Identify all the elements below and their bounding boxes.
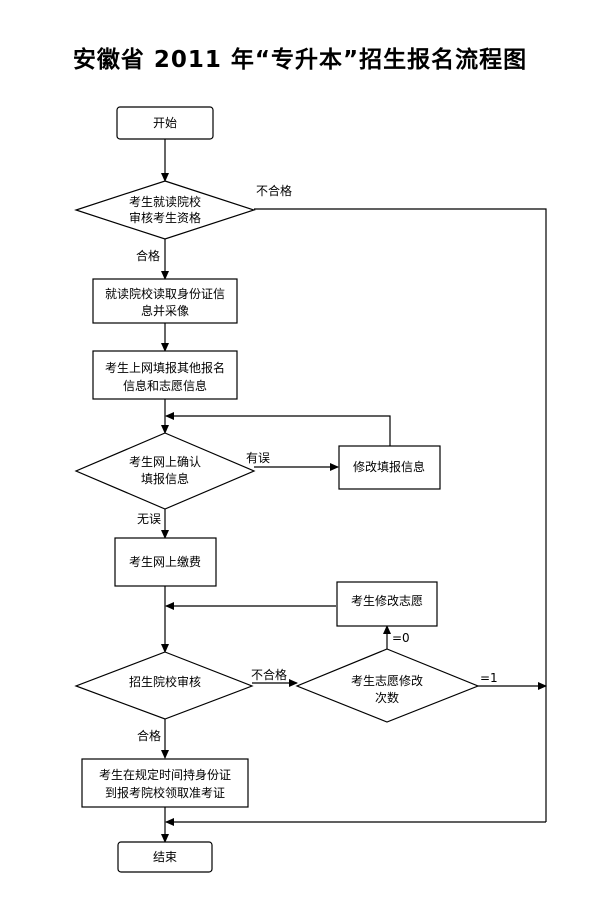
node-modpref-line-1: 考生修改志愿 (351, 593, 423, 608)
label-count-zero: =0 (392, 631, 410, 645)
label-unqualified-1: 不合格 (256, 183, 292, 198)
label-count-one: =1 (480, 671, 498, 685)
node-readid-line-2: 息并采像 (141, 303, 189, 318)
node-modify-info: 修改填报信息 (338, 445, 441, 490)
node-collect-line-2: 到报考院校领取准考证 (105, 785, 225, 800)
node-fill-line-1: 考生上网填报其他报名 (105, 360, 225, 375)
label-unqualified-2: 不合格 (251, 667, 287, 682)
node-count-line-1: 考生志愿修改 (351, 673, 423, 688)
node-confirm-info: 考生网上确认 填报信息 (74, 432, 256, 510)
label-qualified-1: 合格 (136, 248, 160, 263)
node-confirm-line-2: 填报信息 (141, 471, 189, 486)
edge-modify-back (165, 412, 391, 446)
connectors (161, 139, 547, 843)
node-school-review: 招生院校审核 (74, 651, 254, 720)
node-pay-line-1: 考生网上缴费 (129, 554, 201, 569)
node-fill-info: 考生上网填报其他报名 信息和志愿信息 (92, 350, 238, 400)
node-start: 开始 (116, 106, 214, 140)
node-start-line-1: 开始 (153, 116, 177, 130)
node-read-id: 就读院校读取身份证信 息并采像 (92, 278, 238, 324)
node-check-qualification: 考生就读院校 审核考生资格 (74, 180, 256, 240)
node-end-line-1: 结束 (153, 850, 177, 864)
node-pay-online: 考生网上缴费 (114, 537, 217, 587)
node-collect-ticket: 考生在规定时间持身份证 到报考院校领取准考证 (81, 758, 249, 808)
label-qualified-2: 合格 (137, 728, 161, 743)
node-check-line-2: 审核考生资格 (129, 210, 201, 225)
page-title: 安徽省 2011 年“专升本”招生报名流程图 (72, 47, 528, 73)
label-has-error: 有误 (246, 451, 270, 465)
node-modify-count: 考生志愿修改 次数 (295, 648, 480, 723)
node-fill-line-2: 信息和志愿信息 (123, 378, 207, 393)
node-modify-preference: 考生修改志愿 (336, 581, 438, 627)
node-collect-line-1: 考生在规定时间持身份证 (99, 767, 231, 782)
node-count-line-2: 次数 (375, 690, 399, 705)
label-no-error: 无误 (137, 512, 161, 526)
node-check-line-1: 考生就读院校 (129, 194, 201, 209)
node-review-line-1: 招生院校审核 (129, 674, 201, 689)
edge-check-unqualified (254, 208, 547, 822)
node-confirm-line-1: 考生网上确认 (129, 455, 201, 469)
edge-labels: 不合格 合格 有误 无误 不合格 =0 =1 合格 (136, 183, 498, 743)
node-end: 结束 (117, 841, 213, 873)
node-readid-line-1: 就读院校读取身份证信 (105, 286, 225, 301)
node-modify-info-line-1: 修改填报信息 (353, 459, 425, 474)
